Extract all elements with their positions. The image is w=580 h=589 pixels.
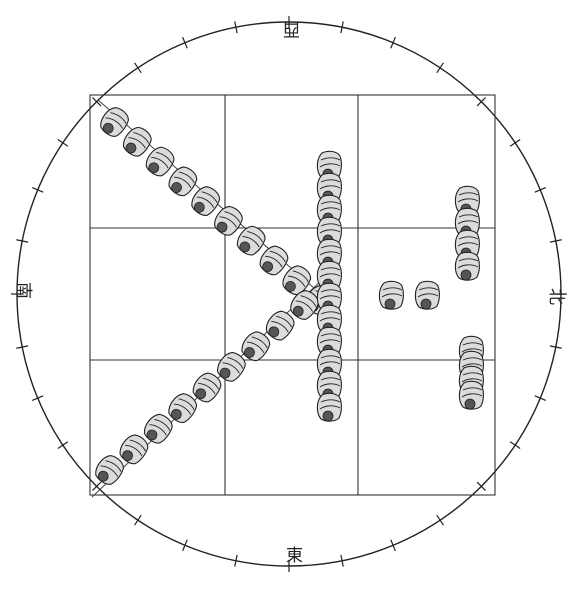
formation-diagonal-line — [92, 100, 322, 497]
south-label: 南 — [14, 282, 31, 299]
east-label: 東 — [286, 548, 303, 565]
compass-tick — [437, 63, 444, 73]
compass-tick — [58, 140, 68, 147]
seated-figure-icon — [459, 381, 483, 409]
seated-figure-icon — [455, 252, 479, 280]
compass-tick — [510, 140, 520, 147]
compass-tick — [58, 442, 68, 449]
figures-group — [92, 104, 484, 489]
compass-tick — [510, 442, 520, 449]
compass-tick — [135, 515, 142, 525]
compass-circle — [11, 16, 567, 572]
seated-figure-icon — [379, 281, 403, 309]
compass-ticks — [11, 16, 567, 572]
compass-tick — [135, 63, 142, 73]
seated-figure-icon — [415, 281, 439, 309]
west-label: 西 — [283, 20, 300, 37]
seated-figure-icon — [317, 393, 341, 421]
compass-tick — [437, 515, 444, 525]
north-label: 北 — [547, 288, 564, 305]
